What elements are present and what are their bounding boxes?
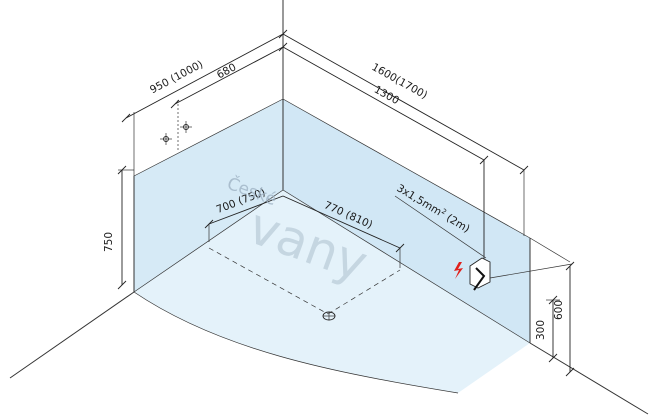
- dim-socket-300: 300: [535, 320, 547, 340]
- floor-area: [134, 190, 530, 393]
- left-wall: [134, 99, 283, 292]
- height-dimension-750: [117, 165, 134, 290]
- dim-right-inner: 1300: [372, 84, 401, 107]
- water-inlet-icon: [160, 121, 192, 145]
- lightning-bolt-icon: [454, 262, 463, 279]
- right-wall: [283, 99, 530, 343]
- dim-height-750: 750: [103, 232, 115, 252]
- dim-socket-600: 600: [553, 300, 565, 320]
- tub-front-edge: [133, 291, 459, 394]
- tub-edge-dimensions: [204, 195, 405, 268]
- right-dimension-lines: [282, 33, 529, 266]
- socket-height-dimensions: [489, 261, 575, 377]
- cable-leader: [394, 195, 487, 259]
- cable-spec-sup: 2: [440, 207, 448, 216]
- wall-outlines: [9, 0, 649, 415]
- dim-left-inner: 680: [215, 61, 238, 81]
- socket-box-icon: [469, 257, 491, 291]
- drain-icon: [322, 311, 336, 321]
- tub-footprint-dashed: [208, 247, 401, 315]
